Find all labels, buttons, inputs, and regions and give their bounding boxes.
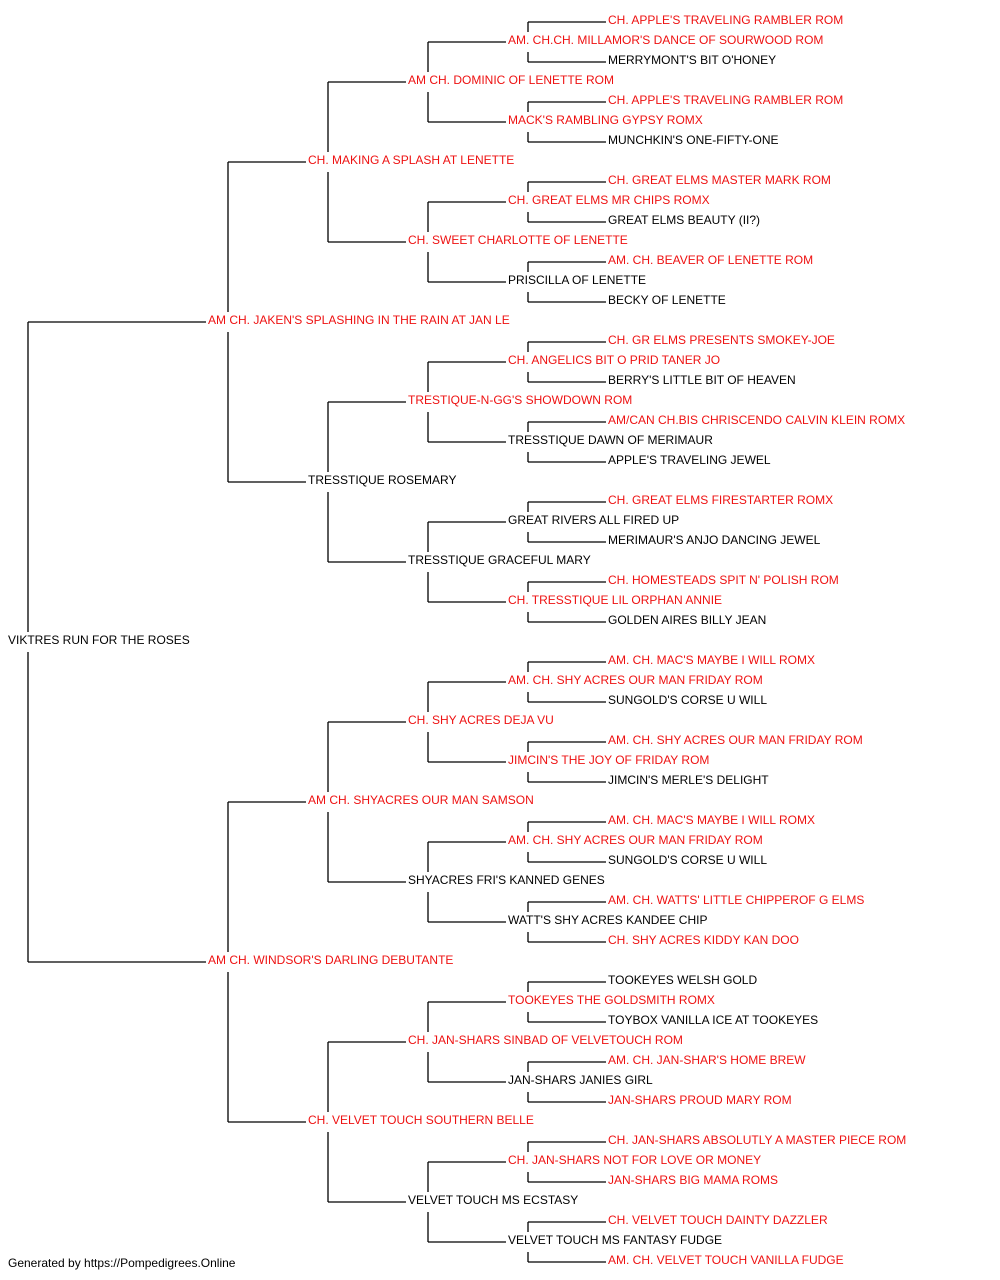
ancestor-name-gen2: TRESSTIQUE ROSEMARY: [308, 473, 456, 487]
connector-lines: [27, 21, 606, 1263]
ancestor-name-gen4: WATT'S SHY ACRES KANDEE CHIP: [508, 913, 707, 927]
ancestor-name-gen5: BERRY'S LITTLE BIT OF HEAVEN: [608, 373, 796, 387]
ancestor-name-gen3: CH. SWEET CHARLOTTE OF LENETTE: [408, 233, 628, 247]
ancestor-name-gen4: AM. CH. SHY ACRES OUR MAN FRIDAY ROM: [508, 833, 763, 847]
ancestor-name-gen5: AM. CH. JAN-SHAR'S HOME BREW: [608, 1053, 806, 1067]
ancestor-name-gen3: TRESSTIQUE GRACEFUL MARY: [408, 553, 591, 567]
ancestor-name-gen5: CH. APPLE'S TRAVELING RAMBLER ROM: [608, 93, 843, 107]
ancestor-name-gen5: JIMCIN'S MERLE'S DELIGHT: [608, 773, 769, 787]
ancestor-name-gen5: TOOKEYES WELSH GOLD: [608, 973, 757, 987]
ancestor-name-gen5: AM. CH. MAC'S MAYBE I WILL ROMX: [608, 653, 815, 667]
subject-dog-name: VIKTRES RUN FOR THE ROSES: [8, 633, 190, 647]
ancestor-name-gen3: SHYACRES FRI'S KANNED GENES: [408, 873, 605, 887]
pedigree-names: VIKTRES RUN FOR THE ROSES AM CH. JAKEN'S …: [8, 13, 906, 1267]
ancestor-name-gen5: MUNCHKIN'S ONE-FIFTY-ONE: [608, 133, 779, 147]
generated-by-footer: Generated by https://Pompedigrees.Online: [8, 1256, 236, 1270]
ancestor-name-gen5: GREAT ELMS BEAUTY (II?): [608, 213, 760, 227]
ancestor-name-gen5: AM. CH. VELVET TOUCH VANILLA FUDGE: [608, 1253, 844, 1267]
ancestor-name-gen5: CH. SHY ACRES KIDDY KAN DOO: [608, 933, 799, 947]
ancestor-name-gen5: AM. CH. BEAVER OF LENETTE ROM: [608, 253, 813, 267]
ancestor-name-gen4: AM. CH. SHY ACRES OUR MAN FRIDAY ROM: [508, 673, 763, 687]
ancestor-name-gen4: AM. CH.CH. MILLAMOR'S DANCE OF SOURWOOD …: [508, 33, 823, 47]
ancestor-name-gen5: CH. JAN-SHARS ABSOLUTLY A MASTER PIECE R…: [608, 1133, 906, 1147]
ancestor-name-gen5: APPLE'S TRAVELING JEWEL: [608, 453, 771, 467]
ancestor-name-gen4: MACK'S RAMBLING GYPSY ROMX: [508, 113, 703, 127]
ancestor-name-gen3: AM CH. DOMINIC OF LENETTE ROM: [408, 73, 614, 87]
ancestor-name-gen5: MERRYMONT'S BIT O'HONEY: [608, 53, 776, 67]
ancestor-name-gen5: CH. GREAT ELMS FIRESTARTER ROMX: [608, 493, 833, 507]
ancestor-name-gen4: TRESSTIQUE DAWN OF MERIMAUR: [508, 433, 713, 447]
ancestor-name-gen4: PRISCILLA OF LENETTE: [508, 273, 646, 287]
ancestor-name-gen4: CH. ANGELICS BIT O PRID TANER JO: [508, 353, 720, 367]
ancestor-name-gen5: TOYBOX VANILLA ICE AT TOOKEYES: [608, 1013, 818, 1027]
ancestor-name-gen5: AM. CH. WATTS' LITTLE CHIPPEROF G ELMS: [608, 893, 864, 907]
ancestor-name-gen4: JIMCIN'S THE JOY OF FRIDAY ROM: [508, 753, 709, 767]
ancestor-name-gen3: TRESTIQUE-N-GG'S SHOWDOWN ROM: [408, 393, 632, 407]
ancestor-name-gen4: CH. JAN-SHARS NOT FOR LOVE OR MONEY: [508, 1153, 761, 1167]
ancestor-name-gen4: TOOKEYES THE GOLDSMITH ROMX: [508, 993, 715, 1007]
ancestor-name-gen4: CH. TRESSTIQUE LIL ORPHAN ANNIE: [508, 593, 722, 607]
ancestor-name-gen5: CH. GR ELMS PRESENTS SMOKEY-JOE: [608, 333, 835, 347]
ancestor-name-gen5: SUNGOLD'S CORSE U WILL: [608, 693, 767, 707]
ancestor-name-gen3: CH. JAN-SHARS SINBAD OF VELVETOUCH ROM: [408, 1033, 683, 1047]
ancestor-name-gen5: CH. APPLE'S TRAVELING RAMBLER ROM: [608, 13, 843, 27]
ancestor-name-gen5: GOLDEN AIRES BILLY JEAN: [608, 613, 766, 627]
ancestor-name-gen2: AM CH. SHYACRES OUR MAN SAMSON: [308, 793, 534, 807]
ancestor-name-gen5: CH. GREAT ELMS MASTER MARK ROM: [608, 173, 831, 187]
ancestor-name-gen5: BECKY OF LENETTE: [608, 293, 726, 307]
ancestor-name-gen5: AM/CAN CH.BIS CHRISCENDO CALVIN KLEIN RO…: [608, 413, 905, 427]
ancestor-name-gen4: JAN-SHARS JANIES GIRL: [508, 1073, 653, 1087]
ancestor-name-gen2: CH. MAKING A SPLASH AT LENETTE: [308, 153, 514, 167]
ancestor-name-gen1: AM CH. JAKEN'S SPLASHING IN THE RAIN AT …: [208, 313, 510, 327]
ancestor-name-gen5: AM. CH. MAC'S MAYBE I WILL ROMX: [608, 813, 815, 827]
ancestor-name-gen5: JAN-SHARS BIG MAMA ROMS: [608, 1173, 778, 1187]
ancestor-name-gen1: AM CH. WINDSOR'S DARLING DEBUTANTE: [208, 953, 453, 967]
ancestor-name-gen5: CH. HOMESTEADS SPIT N' POLISH ROM: [608, 573, 839, 587]
ancestor-name-gen5: SUNGOLD'S CORSE U WILL: [608, 853, 767, 867]
ancestor-name-gen3: VELVET TOUCH MS ECSTASY: [408, 1193, 578, 1207]
ancestor-name-gen3: CH. SHY ACRES DEJA VU: [408, 713, 554, 727]
ancestor-name-gen4: GREAT RIVERS ALL FIRED UP: [508, 513, 679, 527]
ancestor-name-gen5: AM. CH. SHY ACRES OUR MAN FRIDAY ROM: [608, 733, 863, 747]
ancestor-name-gen4: CH. GREAT ELMS MR CHIPS ROMX: [508, 193, 710, 207]
ancestor-name-gen2: CH. VELVET TOUCH SOUTHERN BELLE: [308, 1113, 534, 1127]
ancestor-name-gen4: VELVET TOUCH MS FANTASY FUDGE: [508, 1233, 722, 1247]
ancestor-name-gen5: CH. VELVET TOUCH DAINTY DAZZLER: [608, 1213, 828, 1227]
ancestor-name-gen5: JAN-SHARS PROUD MARY ROM: [608, 1093, 792, 1107]
ancestor-name-gen5: MERIMAUR'S ANJO DANCING JEWEL: [608, 533, 821, 547]
